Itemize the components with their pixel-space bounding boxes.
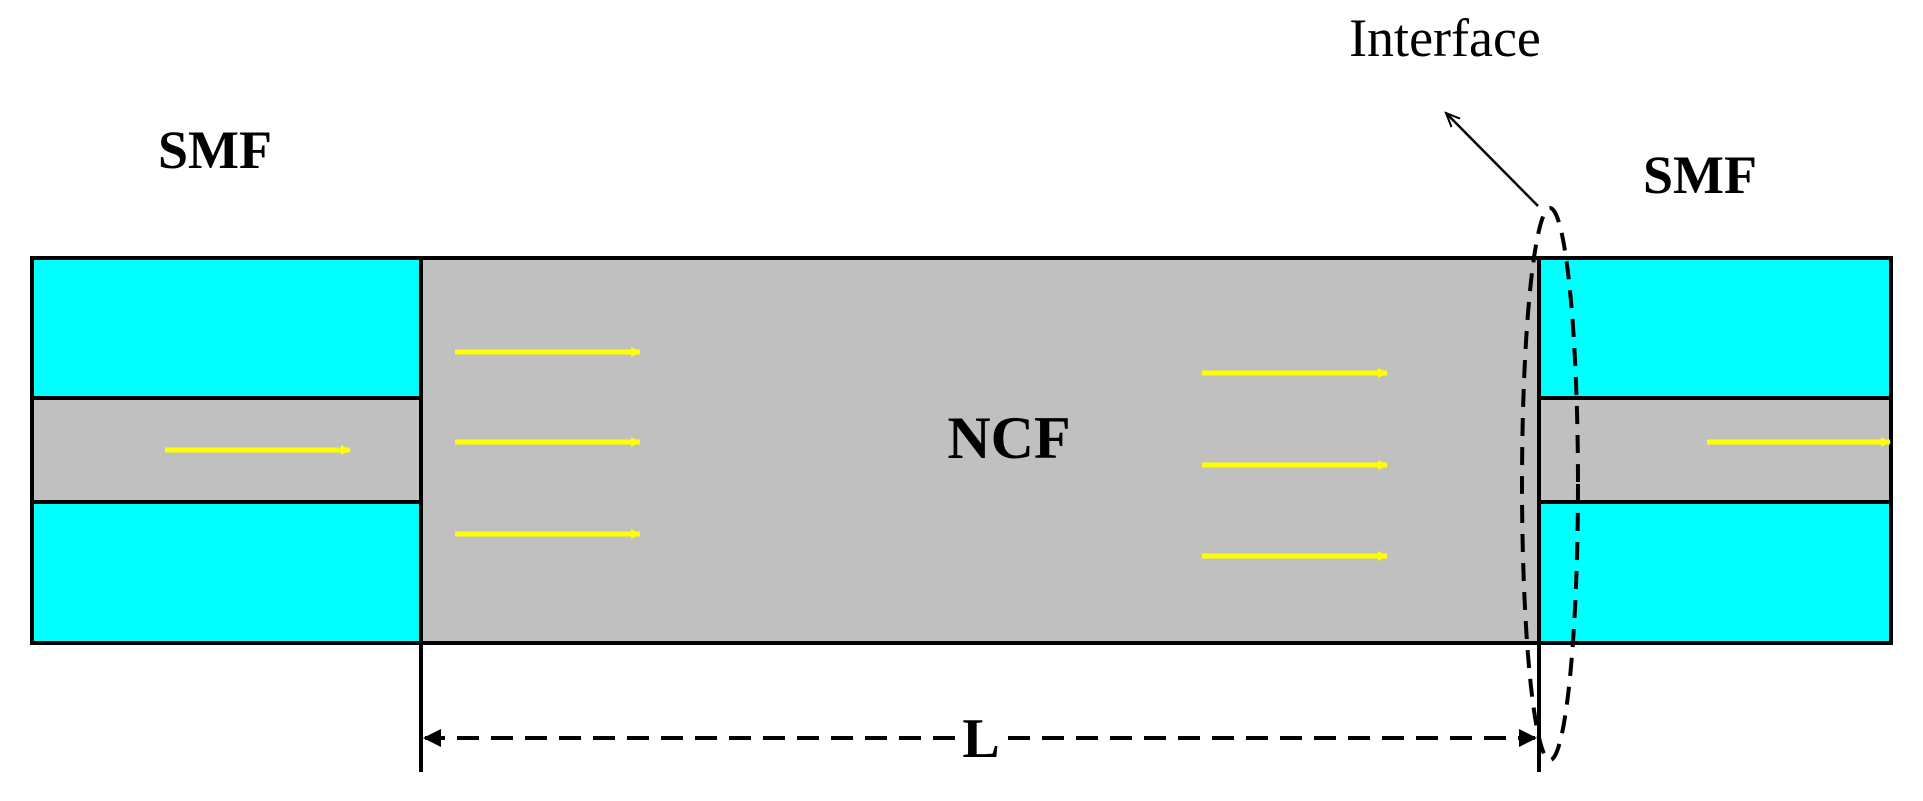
right-smf	[1537, 256, 1893, 645]
length-label: L	[962, 708, 999, 770]
right-smf-core	[1537, 396, 1893, 504]
interface-pointer-arrow	[1446, 113, 1539, 207]
right-smf-cladding-top	[1537, 256, 1893, 400]
interface-label: Interface	[1349, 8, 1541, 68]
ncf-label: NCF	[947, 405, 1070, 471]
right-smf-cladding-bottom	[1537, 500, 1893, 645]
ncf-section	[419, 256, 1541, 645]
light-arrows	[165, 347, 1891, 561]
interface-ellipse	[1520, 206, 1580, 762]
smf-right-label: SMF	[1643, 145, 1757, 205]
left-smf-cladding-bottom	[30, 500, 423, 645]
length-dimension	[419, 643, 1541, 772]
left-smf	[30, 256, 423, 645]
smf-left-label: SMF	[158, 120, 272, 180]
left-smf-cladding-top	[30, 256, 423, 400]
